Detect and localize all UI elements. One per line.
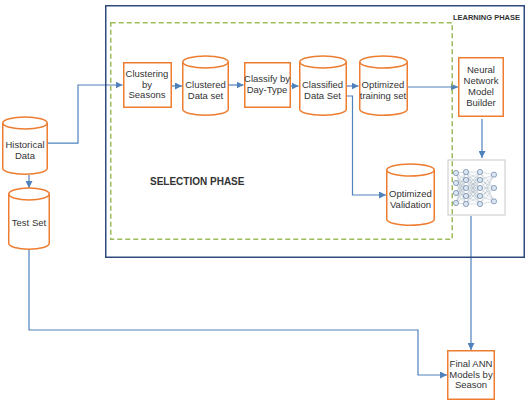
data-cylinder: Test Set: [8, 188, 50, 250]
network-link: [466, 172, 480, 196]
node-label: Historical Data: [2, 131, 48, 162]
process-box: Classify by Day-Type: [244, 62, 291, 108]
data-cylinder: Historical Data: [2, 117, 48, 175]
data-cylinder: Optimized training set: [359, 56, 408, 116]
node-label: Optimized Validation: [386, 180, 435, 211]
flow-connector: [347, 85, 359, 86]
node-label: Neural Network Model Builder: [458, 65, 504, 109]
network-neuron: [453, 180, 458, 185]
phase-frame: Clustering by Seasons Clustered Data set C…: [105, 5, 525, 258]
network-neuron: [477, 169, 482, 174]
network-neuron: [463, 185, 468, 190]
node-label: Classified Data Set: [299, 71, 347, 102]
network-neuron: [463, 193, 468, 198]
data-cylinder: Classified Data Set: [299, 56, 347, 116]
process-box: Clustering by Seasons: [123, 62, 172, 108]
phase-frame: Clustering by Seasons Clustered Data set C…: [110, 22, 453, 240]
data-cylinder: Clustered Data set: [182, 56, 229, 116]
flow-arrow: [470, 216, 471, 350]
node-label: Final ANN Models by Season: [447, 359, 495, 392]
process-box: Neural Network Model Builder: [458, 57, 504, 117]
network-neuron: [463, 201, 468, 206]
node-label: Clustering by Seasons: [123, 69, 172, 102]
network-neuron: [477, 201, 482, 206]
process-box: Final ANN Models by Season: [447, 350, 495, 400]
flow-connector: [291, 85, 299, 86]
network-link: [466, 180, 480, 204]
node-label: Optimized training set: [359, 71, 408, 102]
network-neuron: [491, 185, 496, 190]
flow-connector: [172, 85, 183, 86]
network-link: [466, 172, 480, 196]
network-neuron: [463, 177, 468, 182]
phase-label: LEARNING PHASE: [453, 14, 520, 23]
network-image-frame: [448, 160, 505, 215]
network-neuron: [453, 170, 458, 175]
network-neuron: [453, 190, 458, 195]
data-cylinder: Optimized Validation: [386, 164, 435, 226]
network-link: [466, 180, 480, 204]
network-neuron: [491, 199, 496, 204]
flow-connector: [408, 86, 459, 87]
network-neuron: [453, 200, 458, 205]
flow-connector: [28, 175, 29, 188]
node-label: Clustered Data set: [182, 71, 229, 102]
network-neuron: [491, 172, 496, 177]
node-label: Test Set: [12, 209, 46, 229]
flow-connector: [229, 84, 244, 85]
phase-frame-outline: [105, 5, 525, 258]
network-link: [480, 175, 494, 196]
neural-network-figure: [453, 169, 496, 206]
network-neuron: [477, 185, 482, 190]
node-label: Classify by Day-Type: [244, 74, 291, 96]
network-neuron: [477, 193, 482, 198]
phase-label: SELECTION PHASE: [150, 176, 244, 188]
network-neuron: [463, 169, 468, 174]
flow-connector: [29, 250, 447, 375]
flow-arrow: [481, 119, 482, 158]
network-neuron: [477, 177, 482, 182]
